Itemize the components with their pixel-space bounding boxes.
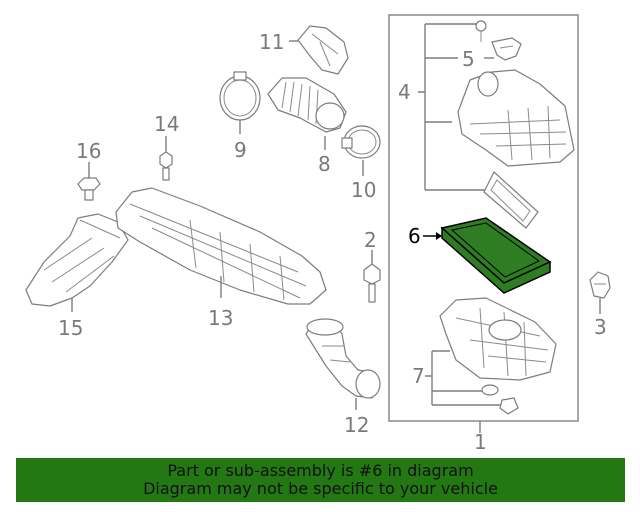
callout-11: 11 bbox=[259, 30, 284, 54]
clip-16 bbox=[77, 177, 101, 201]
hose-clamp-10 bbox=[341, 125, 381, 159]
air-duct-15 bbox=[25, 213, 129, 307]
callout-16: 16 bbox=[76, 139, 101, 163]
lower-clip bbox=[481, 384, 499, 396]
air-filter-highlighted bbox=[440, 217, 552, 294]
banner-line-disclaimer: Diagram may not be specific to your vehi… bbox=[143, 479, 498, 498]
bracket-7 bbox=[425, 350, 503, 406]
grommet-3 bbox=[589, 271, 611, 299]
bracket-4 bbox=[418, 23, 486, 191]
air-cleaner-lower-housing bbox=[439, 297, 557, 381]
callout-8: 8 bbox=[318, 152, 331, 176]
hose-clamp-9 bbox=[219, 71, 261, 121]
info-banner: Part or sub-assembly is #6 in diagram Di… bbox=[16, 458, 625, 502]
callout-12: 12 bbox=[344, 413, 369, 437]
bolt-14 bbox=[159, 151, 173, 181]
screw-top bbox=[475, 20, 487, 42]
callout-3: 3 bbox=[594, 315, 607, 339]
callout-7: 7 bbox=[412, 364, 425, 388]
mass-air-flow-sensor bbox=[491, 37, 522, 61]
callout-15: 15 bbox=[58, 316, 83, 340]
callout-13: 13 bbox=[208, 306, 233, 330]
lower-grommet bbox=[499, 397, 519, 415]
callout-5: 5 bbox=[462, 47, 475, 71]
bolt-2 bbox=[363, 263, 381, 303]
callout-14: 14 bbox=[154, 112, 179, 136]
assembly-box bbox=[388, 14, 579, 422]
callout-2: 2 bbox=[364, 228, 377, 252]
housing-seal bbox=[483, 171, 539, 229]
callout-1: 1 bbox=[474, 430, 487, 454]
callout-10: 10 bbox=[351, 178, 376, 202]
callout-4: 4 bbox=[398, 80, 411, 104]
resonator-11 bbox=[297, 25, 349, 75]
banner-line-part: Part or sub-assembly is #6 in diagram bbox=[167, 461, 474, 480]
air-cleaner-upper-housing bbox=[457, 69, 575, 167]
callout-9: 9 bbox=[234, 138, 247, 162]
parts-diagram: 1 2 3 4 5 6 7 8 9 10 11 12 13 14 15 16 bbox=[25, 14, 611, 454]
intake-hose-8 bbox=[267, 77, 347, 133]
elbow-hose-12 bbox=[305, 318, 381, 399]
callout-6: 6 bbox=[408, 224, 421, 248]
air-duct-13 bbox=[115, 187, 327, 305]
